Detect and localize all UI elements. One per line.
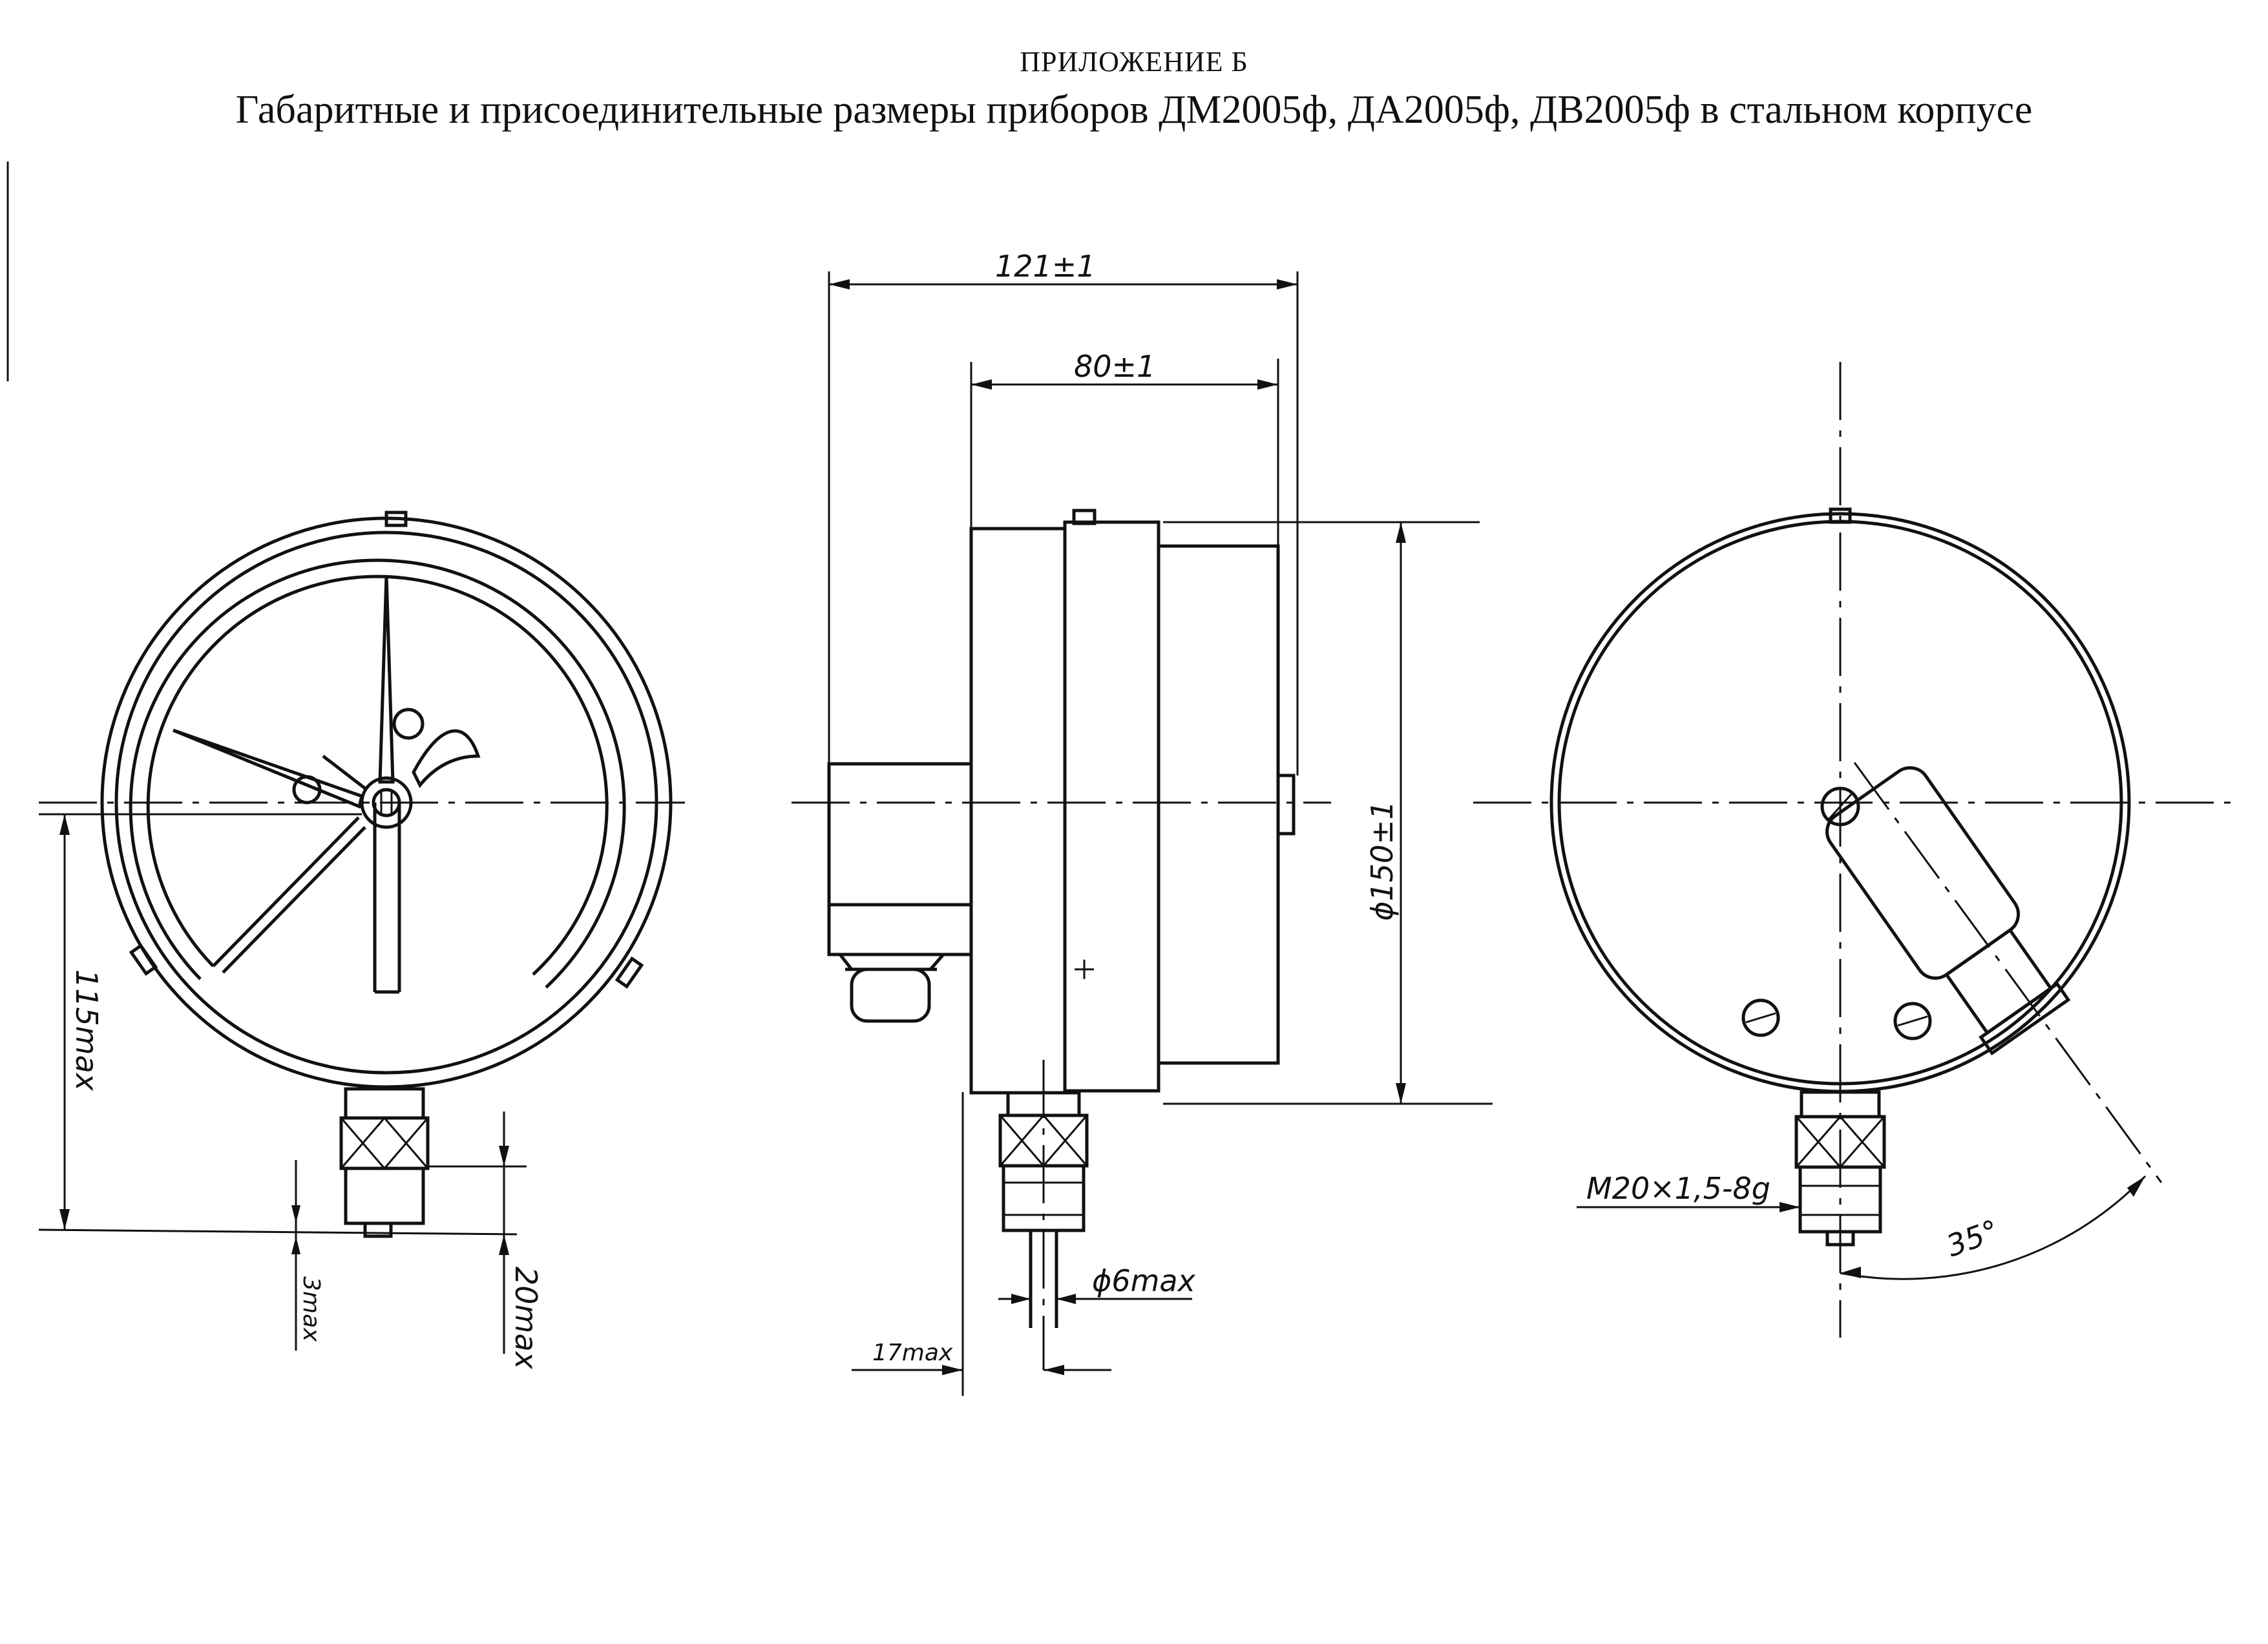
set-pointer-lower-a [212,816,360,967]
arrow-17-right [1044,1365,1064,1375]
right-lug [614,956,644,989]
dial-ring-arc-outer [129,558,626,989]
angle-arrow-right [2127,1176,2145,1197]
rear-screw-right [1893,1002,1932,1040]
contact-pin [292,775,322,805]
appendix-label: ПРИЛОЖЕНИЕ Б [1020,46,1248,78]
left-lug [129,943,158,976]
rear-view: M20×1,5-8g 35° [1473,362,2236,1338]
case-back [969,527,1067,1095]
top-lug [384,511,408,527]
arrow-150-bottom [1396,1083,1406,1104]
front-adjuster [1276,774,1296,836]
side-hex-cross-4 [1042,1115,1088,1166]
arrow-6-left [1011,1294,1031,1304]
rear-hex-cross-4 [1839,1116,1885,1168]
dim-121: 121±1 [995,249,1096,284]
dim-6max: ϕ6max [1092,1263,1196,1298]
rear-center-screw-slot [1827,792,1853,821]
fitting-neck [344,1087,425,1120]
arrow-20-top [499,1146,509,1166]
set-pointer-lower-b [222,826,366,974]
ext-line-bottom [38,1228,518,1236]
dim-115max: 115max [69,969,104,1091]
arrow-80-right [1257,379,1278,390]
case-ring [1063,520,1160,1093]
main-pointer [378,574,395,784]
arrow-115-top [59,814,70,835]
rear-screw-left-slot [1745,1012,1776,1024]
dim-20max: 20max [509,1267,543,1370]
dim-3max: 3max [298,1276,324,1342]
arrow-121-right [1277,279,1297,290]
dim-80: 80±1 [1074,349,1155,384]
rear-top-lug [1829,507,1852,524]
rear-hex-cross-2 [1795,1116,1842,1168]
fitting-tip [363,1221,393,1238]
hub-outer [360,776,413,829]
dial-ring-arc [146,574,609,976]
dim-angle: 35° [1942,1213,2003,1264]
side-view: 121±1 80±1 ϕ150±1 17max ϕ6max [792,249,1493,1396]
contact-cam [412,729,481,788]
rear-fitting-tip [1825,1230,1855,1247]
title-block: ПРИЛОЖЕНИЕ Б Габаритные и присоединитель… [0,45,2268,133]
dim-17max: 17max [872,1340,953,1366]
arrow-20-bottom [499,1234,509,1255]
arrow-3-top [291,1205,300,1223]
page-title: Габаритные и присоединительные размеры п… [235,88,2033,132]
arrow-150-top [1396,522,1406,543]
arrow-6-right [1056,1294,1076,1304]
cable-gland [850,967,931,1023]
thread-leader-arrow [1780,1202,1800,1212]
gland-base [836,953,947,971]
cam-pin [392,708,425,740]
side-hex-cross-2 [999,1115,1045,1166]
arrow-80-left [971,379,992,390]
rear-screw-right-slot [1897,1015,1928,1027]
hex-cross-2 [340,1117,386,1169]
rear-contact-housing [1825,766,2071,1056]
arrow-121-left [829,279,850,290]
contact-arm [322,755,366,790]
dim-150: ϕ150±1 [1365,801,1400,921]
arrow-17-left [942,1365,963,1375]
arrow-3-bottom [291,1236,300,1254]
hex-cross-4 [383,1117,429,1169]
case-front [1157,544,1280,1065]
front-view: 115max 20max 3max [38,511,685,1370]
fitting-thread [344,1166,425,1225]
front-bezel-inner [114,531,658,1075]
dim-thread: M20×1,5-8g [1586,1171,1770,1206]
angle-arc [1840,1175,2147,1280]
hub-inner [372,788,401,817]
side-top-lug [1072,509,1097,525]
set-pointer-left [173,728,364,809]
rear-angle-axis [1853,762,2163,1183]
rear-center-screw [1820,786,1860,827]
contact-box [827,762,973,956]
angle-arrow-left [1840,1267,1861,1278]
arrow-115-bottom [59,1209,70,1230]
fitting-hex [339,1116,430,1170]
rear-screw-left [1741,998,1780,1037]
rear-housing-collar [1979,982,2071,1056]
